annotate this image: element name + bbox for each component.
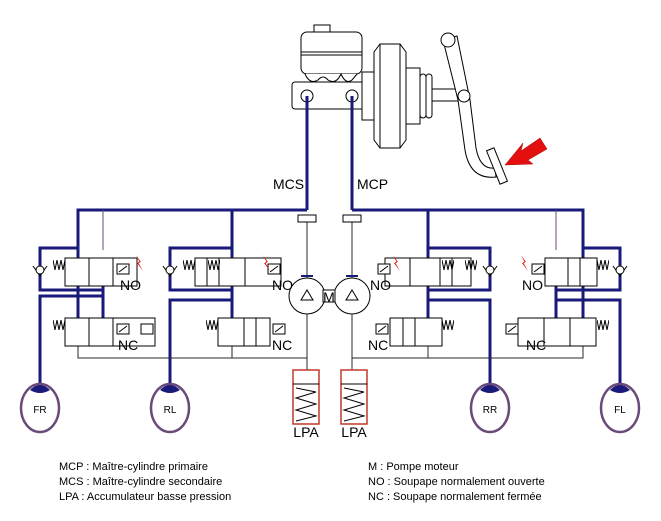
no-label: NO <box>522 277 543 293</box>
valve-nc-rr <box>389 317 443 347</box>
legend-right: M : Pompe moteur NO : Soupape normalemen… <box>368 460 545 505</box>
lpa-left <box>292 369 320 425</box>
legend-item: MCS : Maître-cylindre secondaire <box>59 476 223 488</box>
valve-no-rr <box>384 257 472 287</box>
master-cylinder-assembly <box>291 24 548 185</box>
pedal-rod-pivot <box>457 89 471 103</box>
mcp-label: MCP <box>357 176 388 192</box>
pedal-pad <box>485 147 509 185</box>
svg-text:FR: FR <box>33 405 46 416</box>
svg-text:FL: FL <box>614 405 626 416</box>
check-valve-rr <box>482 265 498 277</box>
pump-left <box>288 277 326 315</box>
no-label: NO <box>370 277 391 293</box>
check-valve-fr <box>32 265 48 277</box>
check-valve-rl <box>162 265 178 277</box>
solenoid-lightning-icon <box>521 255 528 271</box>
valve-no-rl <box>194 257 282 287</box>
wheel-rl: RL <box>149 382 191 434</box>
filter-mcp <box>342 214 362 223</box>
lpa-label: LPA <box>341 424 367 440</box>
wheel-rr: RR <box>469 382 511 434</box>
solenoid-lightning-icon <box>136 255 143 271</box>
brake-pedal <box>442 35 497 178</box>
reservoir <box>300 31 363 75</box>
legend-item: M : Pompe moteur <box>368 461 459 473</box>
mcs-label: MCS <box>273 176 304 192</box>
wheel-fl: FL <box>599 382 641 434</box>
filter-mcs <box>297 214 317 223</box>
motor-label: M <box>323 289 335 305</box>
pedal-pivot <box>440 32 456 48</box>
valve-no-fl <box>544 257 598 287</box>
lpa-accumulators <box>292 369 368 425</box>
lpa-right <box>340 369 368 425</box>
no-label: NO <box>120 277 141 293</box>
valves <box>32 255 628 347</box>
check-valve-fl <box>612 265 628 277</box>
legend-left: MCP : Maître-cylindre primaire MCS : Maî… <box>59 460 231 505</box>
legend-item: NO : Soupape normalement ouverte <box>368 476 545 488</box>
svg-text:RR: RR <box>483 405 497 416</box>
valve-nc-fr <box>64 317 156 347</box>
svg-text:RL: RL <box>164 405 177 416</box>
hydraulic-lines <box>38 96 622 385</box>
legend-item: LPA : Accumulateur basse pression <box>59 491 232 503</box>
legend-item: MCP : Maître-cylindre primaire <box>59 461 208 473</box>
pedal-force-arrow <box>504 137 548 166</box>
wheel-fr: FR <box>19 382 61 434</box>
pump-motor: M <box>288 275 371 315</box>
solenoid-lightning-icon <box>393 255 400 271</box>
lpa-label: LPA <box>293 424 319 440</box>
no-label: NO <box>272 277 293 293</box>
nc-label: NC <box>118 337 138 353</box>
brake-booster <box>373 43 407 149</box>
nc-label: NC <box>272 337 292 353</box>
legend-item: NC : Soupape normalement fermée <box>368 491 542 503</box>
nc-label: NC <box>526 337 546 353</box>
valve-nc-fl <box>517 317 597 347</box>
pump-right <box>333 277 371 315</box>
nc-label: NC <box>368 337 388 353</box>
solenoid-lightning-icon <box>263 255 270 271</box>
